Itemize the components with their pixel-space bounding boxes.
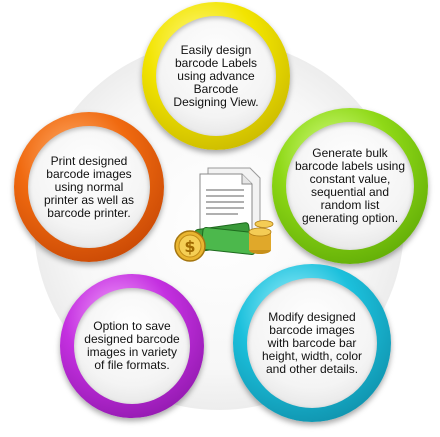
feature-circle-design: Easily design barcode Labels using advan… [142, 2, 290, 150]
feature-circle-generate-inner: Generate bulk barcode labels using const… [286, 122, 414, 250]
feature-circle-modify: Modify designed barcode images with barc… [233, 264, 391, 422]
feature-circle-save: Option to save designed barcode images i… [60, 274, 204, 418]
feature-text-print: Print designed barcode images using norm… [43, 153, 135, 220]
feature-circle-print-inner: Print designed barcode images using norm… [28, 126, 150, 248]
feature-text-save: Option to save designed barcode images i… [84, 319, 180, 372]
feature-text-design: Easily design barcode Labels using advan… [173, 42, 259, 109]
feature-circle-generate: Generate bulk barcode labels using const… [272, 108, 428, 264]
feature-circle-design-inner: Easily design barcode Labels using advan… [156, 16, 276, 136]
feature-circle-modify-inner: Modify designed barcode images with barc… [247, 278, 377, 408]
feature-circle-save-inner: Option to save designed barcode images i… [74, 288, 190, 404]
feature-text-generate: Generate bulk barcode labels using const… [294, 146, 406, 225]
dollar-sign: $ [184, 237, 195, 256]
feature-circle-print: Print designed barcode images using norm… [14, 112, 164, 262]
feature-text-modify: Modify designed barcode images with barc… [261, 309, 363, 376]
document-money-icon: $ [174, 167, 274, 262]
